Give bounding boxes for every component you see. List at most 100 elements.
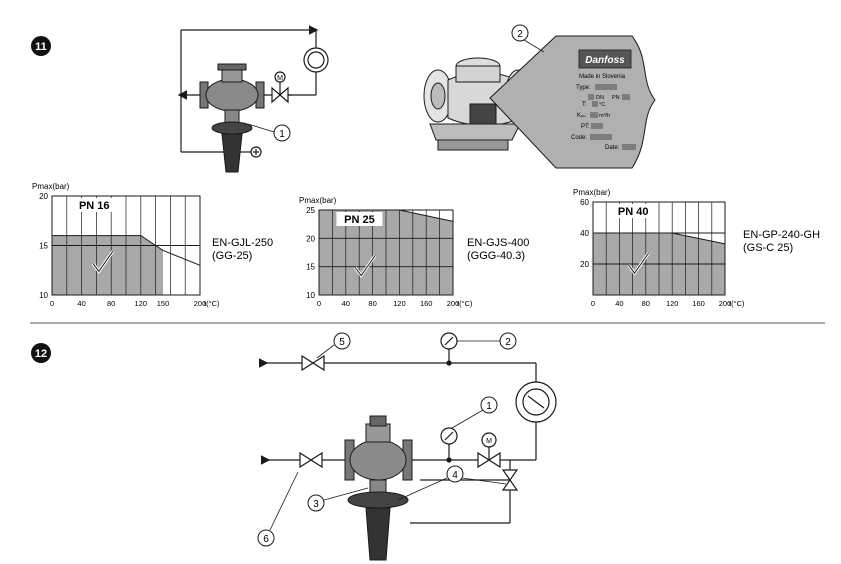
svg-text:m³/h: m³/h — [599, 113, 610, 119]
chart-3-frame — [592, 201, 726, 296]
nameplate-kvs: Kᵥₛ: — [577, 113, 587, 119]
svg-text:5: 5 — [339, 337, 345, 348]
chart-3-y-tick: 40 — [580, 229, 589, 238]
svg-text:11: 11 — [35, 41, 47, 53]
chart-3-y-tick: 60 — [580, 198, 589, 207]
callout-4: 4 — [397, 465, 507, 501]
chart-2-x-tick: 80 — [368, 299, 376, 308]
svg-text:2: 2 — [517, 29, 523, 40]
check-mark-outline-icon — [92, 251, 114, 273]
chart-1-x-tick: 80 — [107, 299, 115, 308]
chart-1-title: PN 16 — [79, 200, 110, 212]
chart-2-title-bg — [336, 212, 383, 226]
svg-text:12: 12 — [35, 348, 47, 360]
svg-text:1: 1 — [486, 401, 492, 412]
nameplate-pn: PN — [612, 95, 620, 101]
chart-1-y-tick: 20 — [39, 192, 48, 201]
chart-2-x-label: t(°C) — [457, 299, 473, 308]
nameplate-t: T: — [582, 102, 587, 108]
chart-1-x-tick: 0 — [50, 299, 54, 308]
svg-text:1: 1 — [279, 129, 285, 140]
section-11-schematic — [177, 25, 329, 158]
callout-1-section-11: 1 — [247, 123, 291, 142]
chart-1-y-tick: 10 — [39, 291, 48, 300]
chart-2-x-tick: 160 — [420, 299, 433, 308]
chart-2-material-1: EN-GJS-400 — [467, 237, 529, 249]
nameplate-made-in: Made in Slovenia — [579, 74, 626, 80]
chart-3-title: PN 40 — [618, 206, 649, 218]
chart-1-material-1: EN-GJL-250 — [212, 237, 273, 249]
chart-3-x-tick: 80 — [642, 299, 650, 308]
chart-3-title-bg — [610, 204, 657, 218]
svg-text:4: 4 — [452, 470, 458, 481]
nameplate-pt: PT: — [581, 124, 590, 130]
chart-1-x-tick: 150 — [157, 299, 170, 308]
check-mark-outline-icon — [628, 252, 649, 274]
chart-3-x-label: t(°C) — [729, 299, 745, 308]
chart-1-y-tick: 15 — [39, 242, 48, 251]
check-mark-outline-icon — [354, 255, 376, 277]
brand-logo: Danfoss — [585, 55, 625, 66]
nameplate-code: Code: — [571, 135, 587, 141]
chart-1-title-bg — [71, 198, 118, 212]
chart-1-x-tick: 200 — [194, 299, 207, 308]
chart-2-x-tick: 0 — [317, 299, 321, 308]
nameplate-type: Type: — [576, 85, 591, 91]
regulator-valve-illustration — [199, 63, 265, 173]
section-11-badge: 11 — [31, 36, 51, 56]
chart-2-y-tick: 15 — [306, 263, 315, 272]
svg-text:3: 3 — [313, 499, 319, 510]
callout-6: 6 — [257, 471, 299, 547]
svg-text:2: 2 — [505, 337, 511, 348]
svg-text:°C: °C — [599, 102, 605, 108]
chart-2-title: PN 25 — [344, 214, 375, 226]
chart-1-x-label: t(°C) — [204, 299, 220, 308]
motor-label-12: M — [486, 438, 492, 445]
chart-1-allowed-area — [52, 235, 163, 295]
chart-2-pressure-line — [319, 209, 454, 222]
callout-2-section-11: 2 — [511, 24, 545, 53]
chart-3-x-tick: 160 — [692, 299, 705, 308]
chart-1-y-label: Pmax(bar) — [32, 182, 70, 191]
chart-2-material-2: (GGG-40.3) — [467, 250, 525, 262]
section-11: 11 M — [31, 24, 656, 173]
regulator-valve-illustration-12 — [344, 415, 413, 561]
chart-2-x-tick: 200 — [447, 299, 460, 308]
chart-3-pressure-line — [593, 232, 726, 245]
callout-5: 5 — [316, 332, 351, 359]
nameplate-dn: DN — [596, 95, 604, 101]
chart-1-frame — [51, 195, 201, 296]
chart-1-x-tick: 40 — [77, 299, 85, 308]
motor-label: M — [277, 75, 283, 82]
chart-3-material-2: (GS-C 25) — [743, 242, 793, 254]
callout-1-section-12: 1 — [451, 396, 498, 429]
chart-2-y-label: Pmax(bar) — [299, 196, 337, 205]
chart-1-x-tick: 120 — [135, 299, 148, 308]
chart-3-x-tick: 200 — [719, 299, 732, 308]
section-12-badge: 12 — [31, 343, 51, 363]
chart-2-y-tick: 10 — [306, 291, 315, 300]
valve-3d-illustration — [423, 57, 531, 151]
chart-2-y-tick: 20 — [306, 234, 315, 243]
svg-text:6: 6 — [263, 534, 269, 545]
chart-3-y-label: Pmax(bar) — [573, 188, 611, 197]
chart-3-y-tick: 20 — [580, 260, 589, 269]
chart-3-x-tick: 40 — [615, 299, 623, 308]
chart-2-y-tick: 25 — [306, 206, 315, 215]
chart-2-x-tick: 40 — [342, 299, 350, 308]
nameplate-date: Date: — [605, 145, 620, 151]
section-12-schematic — [258, 332, 557, 524]
chart-3-x-tick: 120 — [666, 299, 679, 308]
chart-1-material-2: (GG-25) — [212, 250, 252, 262]
chart-3-x-tick: 0 — [591, 299, 595, 308]
nameplate-magnifier: Danfoss Made in Slovenia Type: DN PN T: … — [489, 35, 656, 169]
section-12: 12 — [31, 332, 557, 561]
callout-3: 3 — [307, 487, 369, 512]
chart-1-pressure-line — [52, 235, 201, 266]
callout-2-section-12: 2 — [457, 332, 517, 350]
